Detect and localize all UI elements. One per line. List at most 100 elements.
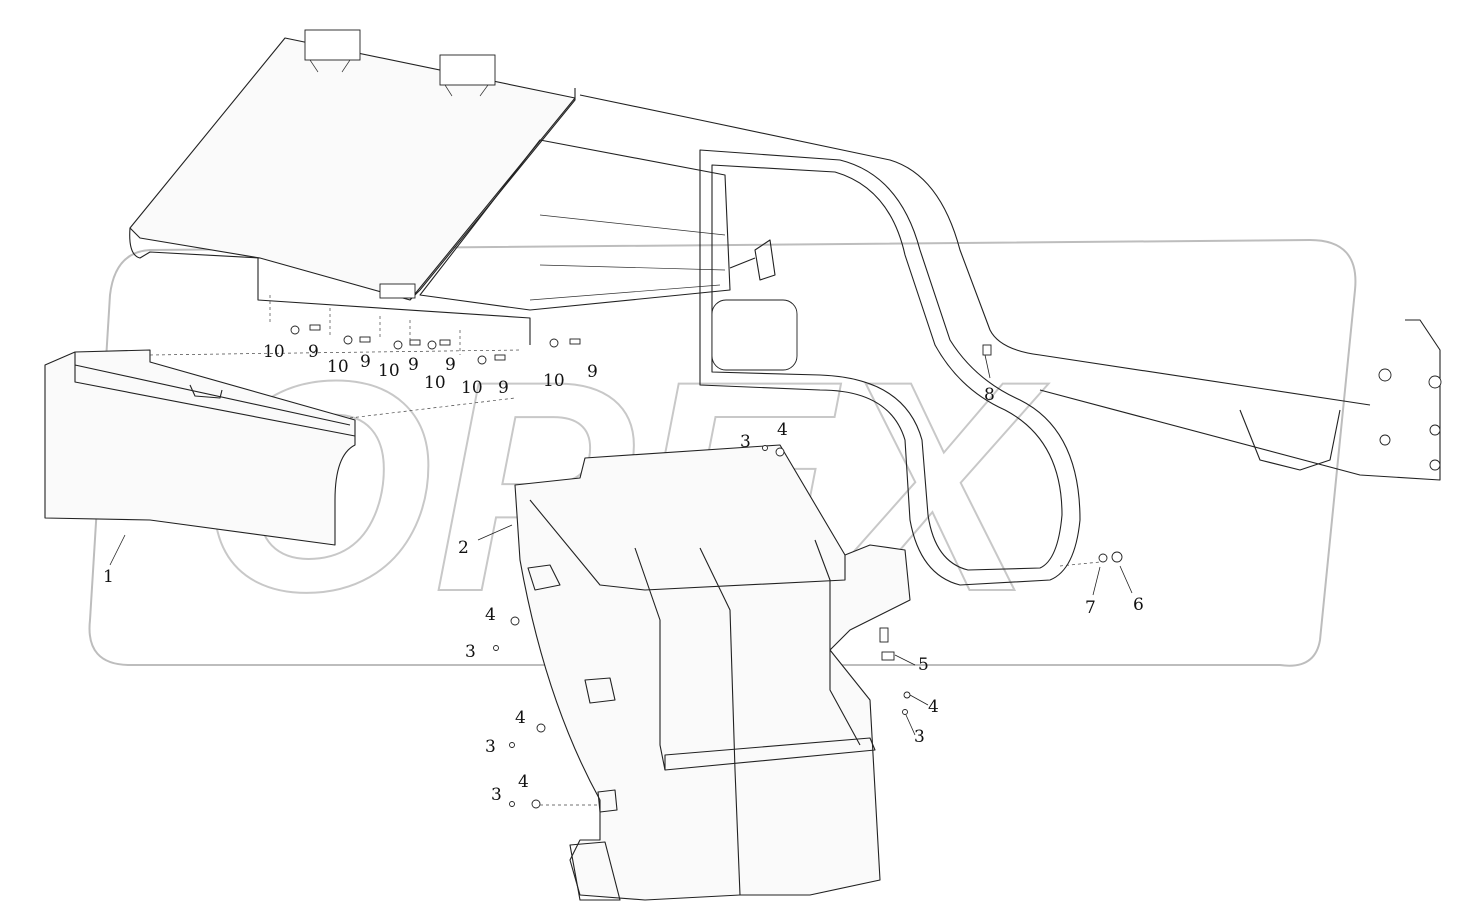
- alignment-line: [149, 349, 521, 356]
- step-cover-outline: [514, 444, 911, 901]
- side-cover-notch: [189, 384, 223, 399]
- callout-10: 10: [327, 357, 349, 377]
- plug-connector: [729, 239, 776, 281]
- callout-4: 4: [518, 772, 529, 792]
- screw: [509, 801, 515, 807]
- bolt: [359, 336, 371, 343]
- step-pocket: [569, 841, 621, 901]
- rail-inner-loop-2: [711, 164, 1063, 571]
- clip: [982, 344, 992, 356]
- callout-10: 10: [543, 371, 565, 391]
- bolt-hole-5: [1429, 459, 1441, 471]
- inner-panel-outline: [419, 139, 731, 311]
- bolt: [439, 339, 451, 346]
- washer: [549, 338, 559, 348]
- callout-10: 10: [461, 378, 483, 398]
- callout-1: 1: [103, 567, 114, 587]
- bolt-hole-4: [1429, 424, 1441, 436]
- washer: [393, 340, 403, 350]
- screw: [762, 445, 768, 451]
- step-cover-rib-2: [699, 547, 741, 896]
- leader-6: [1119, 565, 1133, 594]
- bolt: [309, 324, 321, 331]
- callout-9: 9: [308, 342, 319, 362]
- screw: [493, 645, 499, 651]
- fasteners: [290, 324, 1123, 809]
- callout-3: 3: [491, 785, 502, 805]
- hinge-right: [439, 54, 496, 86]
- callout-8: 8: [984, 385, 995, 405]
- leader-8: [984, 354, 991, 379]
- callout-4: 4: [777, 420, 788, 440]
- side-cover-outline: [44, 349, 356, 546]
- bolt-hole-3: [1379, 434, 1391, 446]
- bolt: [409, 339, 421, 346]
- leader-4e: [909, 694, 929, 706]
- washer: [477, 355, 487, 365]
- leader-3e: [905, 714, 916, 736]
- watermark-frame: [88, 238, 1357, 667]
- washer: [903, 691, 911, 699]
- rail-inner-loop: [699, 149, 1081, 586]
- washer: [1098, 553, 1108, 563]
- mounting-flange: [257, 258, 531, 345]
- nut: [1111, 551, 1123, 563]
- washer: [343, 335, 353, 345]
- rail-top-edge: [579, 94, 1371, 406]
- inner-panel: [257, 139, 731, 345]
- callout-9: 9: [498, 378, 509, 398]
- screw: [509, 742, 515, 748]
- bracket-right: [1239, 409, 1341, 471]
- bolt-hole-1: [1378, 368, 1392, 382]
- latch: [379, 283, 416, 299]
- bolt: [879, 627, 889, 643]
- hinge-left: [304, 29, 361, 61]
- callout-7: 7: [1085, 598, 1096, 618]
- bolt: [881, 651, 895, 661]
- step-cover-top-fold: [529, 499, 846, 591]
- leader-lines: [109, 354, 1133, 736]
- leader-5: [894, 654, 916, 666]
- callout-5: 5: [918, 655, 929, 675]
- top-panel-outline: [129, 37, 576, 301]
- side-cover-top: [74, 352, 356, 437]
- leader-7: [1092, 566, 1101, 596]
- step-slot-2: [584, 677, 616, 704]
- frame-rail: [579, 94, 1442, 586]
- callout-6: 6: [1133, 595, 1144, 615]
- callout-10: 10: [263, 342, 285, 362]
- washer: [536, 723, 546, 733]
- callout-9: 9: [587, 362, 598, 382]
- callout-3: 3: [465, 642, 476, 662]
- callout-9: 9: [360, 352, 371, 372]
- alignment-line: [1059, 561, 1101, 567]
- part-2-step-cover: [514, 444, 911, 901]
- step-cover-rib-1: [634, 547, 666, 771]
- callout-4: 4: [485, 605, 496, 625]
- bolt: [569, 338, 581, 345]
- callout-3: 3: [914, 727, 925, 747]
- hinge-detail: [309, 59, 489, 97]
- callout-3: 3: [740, 432, 751, 452]
- callout-4: 4: [928, 697, 939, 717]
- part-1-side-cover: [44, 349, 356, 546]
- leader-1: [109, 534, 126, 566]
- access-opening: [711, 299, 798, 371]
- step-cover-rib-3: [814, 539, 861, 746]
- washer: [775, 447, 785, 457]
- washer: [510, 616, 520, 626]
- washer: [427, 340, 437, 350]
- callout-10: 10: [378, 361, 400, 381]
- callout-9: 9: [445, 355, 456, 375]
- callout-9: 9: [408, 355, 419, 375]
- callout-10: 10: [424, 373, 446, 393]
- top-cab-panel: [129, 29, 576, 301]
- bolt: [494, 354, 506, 361]
- bolt-hole-2: [1428, 375, 1442, 389]
- callouts: 1 2 3 4 3 4 3 4 3 4 3 4 5 6 7 8 9 9 9 9 …: [103, 342, 1144, 805]
- rail-bottom-edge: [1039, 319, 1441, 481]
- callout-2: 2: [458, 538, 469, 558]
- alignment-line: [349, 397, 516, 419]
- top-panel-edge: [129, 227, 261, 259]
